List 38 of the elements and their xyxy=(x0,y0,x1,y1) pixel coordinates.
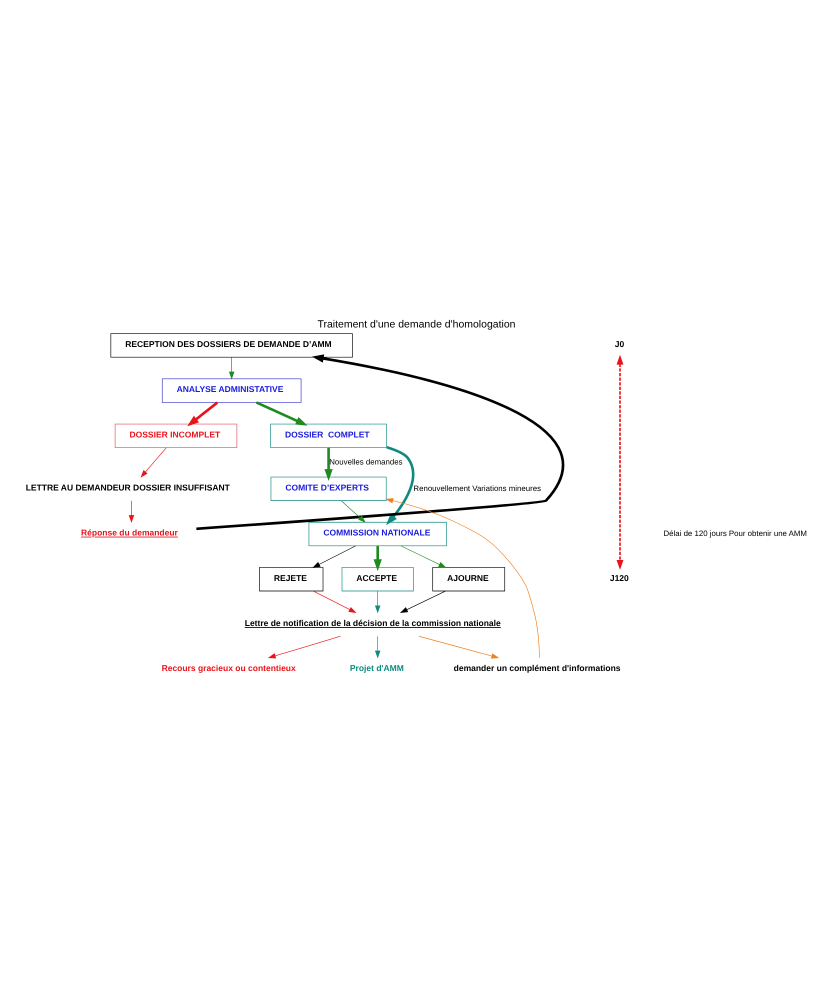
arrow xyxy=(312,590,357,613)
arrow xyxy=(340,500,366,522)
node-box: DOSSIER INCOMPLET xyxy=(114,423,238,448)
node-text: Recours gracieux ou contentieux xyxy=(162,662,296,673)
node-box: ACCEPTE xyxy=(342,566,414,591)
arrow xyxy=(187,401,218,426)
node-text: Réponse du demandeur xyxy=(81,527,178,538)
arrow xyxy=(374,636,380,658)
arrow xyxy=(385,498,540,658)
node-box: REJETE xyxy=(259,566,324,591)
arrow xyxy=(128,500,134,522)
arrow xyxy=(256,400,308,426)
node-box: DOSSIER COMPLET xyxy=(270,423,387,448)
diagram-title: Traitement d'une demande d'homologation xyxy=(318,319,516,330)
node-text: Projet d'AMM xyxy=(350,662,404,673)
arrow xyxy=(400,590,446,613)
arrow xyxy=(616,354,624,570)
arrow xyxy=(374,590,380,613)
arrow xyxy=(418,635,500,658)
node-text: J120 xyxy=(610,572,629,582)
node-box: RECEPTION DES DOSSIERS DE DEMANDE D’AMM xyxy=(110,332,353,358)
arrow xyxy=(228,356,234,380)
node-text: demander un complément d'informations xyxy=(454,662,621,673)
node-box: COMMISSION NATIONALE xyxy=(308,521,447,546)
arrow xyxy=(400,545,446,568)
arrow xyxy=(268,635,341,658)
arrow xyxy=(140,446,167,478)
arrow xyxy=(196,354,564,530)
node-box: ANALYSE ADMINISTATIVE xyxy=(162,378,302,402)
node-box: AJOURNE xyxy=(432,566,506,591)
node-box: COMITE D’EXPERTS xyxy=(270,476,387,500)
arrow xyxy=(386,446,414,525)
arrow xyxy=(374,545,382,571)
node-text: J0 xyxy=(614,338,624,349)
node-text: LETTRE AU DEMANDEUR DOSSIER INSUFFISANT xyxy=(26,482,230,492)
arrow xyxy=(312,545,356,568)
arrow xyxy=(324,447,333,480)
node-text: Lettre de notification de la décision de la commission nationale xyxy=(244,617,501,628)
